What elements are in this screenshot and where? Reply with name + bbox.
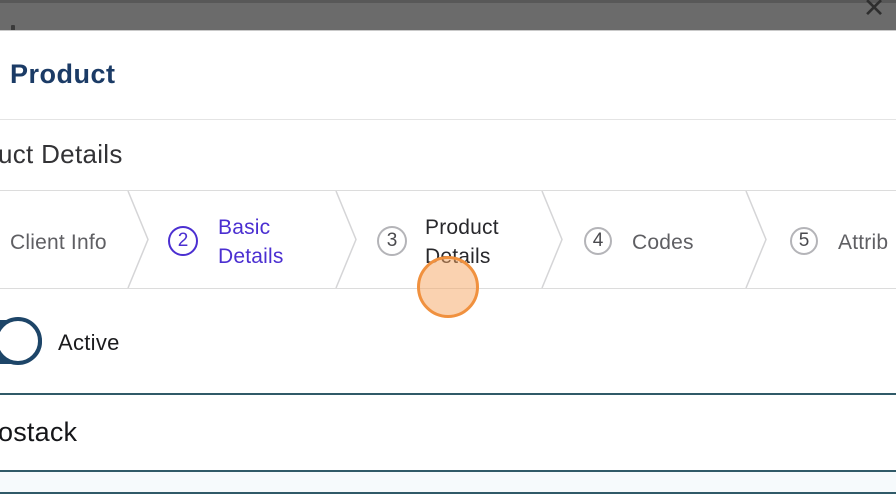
step-basic-details[interactable]: Basic Details — [218, 216, 284, 268]
title-divider — [0, 119, 896, 120]
step-attributes[interactable]: Attrib — [838, 231, 889, 254]
next-input-field[interactable] — [0, 472, 896, 492]
input-underline — [0, 470, 896, 472]
close-icon[interactable]: ✕ — [862, 0, 886, 23]
step-codes[interactable]: Codes — [632, 231, 694, 254]
chevron-separator-icon — [126, 191, 150, 288]
chevron-separator-icon — [540, 191, 564, 288]
active-toggle-label: Active — [58, 330, 120, 355]
modal-title: Product — [10, 59, 116, 89]
dimmed-backdrop: ✕ — [0, 0, 896, 30]
step-client-info[interactable]: Client Info — [10, 231, 107, 254]
section-divider — [0, 393, 896, 395]
product-modal: Product uct Details Client Info 2 Basic … — [0, 30, 896, 504]
step-2-number-badge[interactable]: 2 — [168, 226, 198, 256]
step-product-details[interactable]: Product Details — [425, 216, 499, 268]
chevron-separator-icon — [334, 191, 358, 288]
step-5-number-badge[interactable]: 5 — [790, 227, 818, 255]
step-4-number-badge[interactable]: 4 — [584, 227, 612, 255]
product-name-input[interactable]: ostack — [0, 417, 78, 447]
click-highlight-annotation — [417, 256, 479, 318]
step-3-number-badge[interactable]: 3 — [377, 226, 407, 256]
section-heading: uct Details — [0, 139, 123, 169]
active-toggle-knob[interactable] — [0, 317, 42, 365]
input-underline — [0, 492, 896, 494]
backdrop-top-edge — [0, 0, 896, 3]
chevron-separator-icon — [744, 191, 768, 288]
clipped-text-artifact — [11, 25, 15, 34]
